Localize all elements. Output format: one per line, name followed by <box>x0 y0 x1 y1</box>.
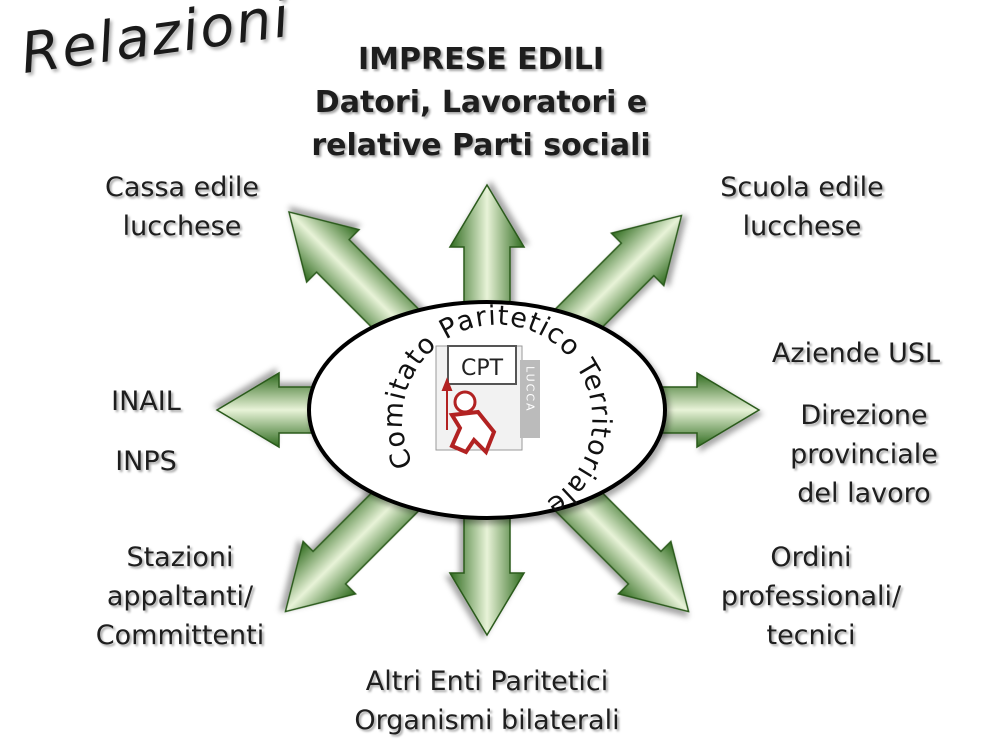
node-aziende-usl: Aziende USL <box>771 338 941 369</box>
cpt-logo-side-text: LUCCA <box>524 366 537 413</box>
worker-figure-icon <box>448 409 497 456</box>
cpt-logo-text: CPT <box>461 356 504 381</box>
worker-helmet-icon <box>453 390 477 414</box>
cpt-logo: CPT LUCCA <box>435 345 540 456</box>
